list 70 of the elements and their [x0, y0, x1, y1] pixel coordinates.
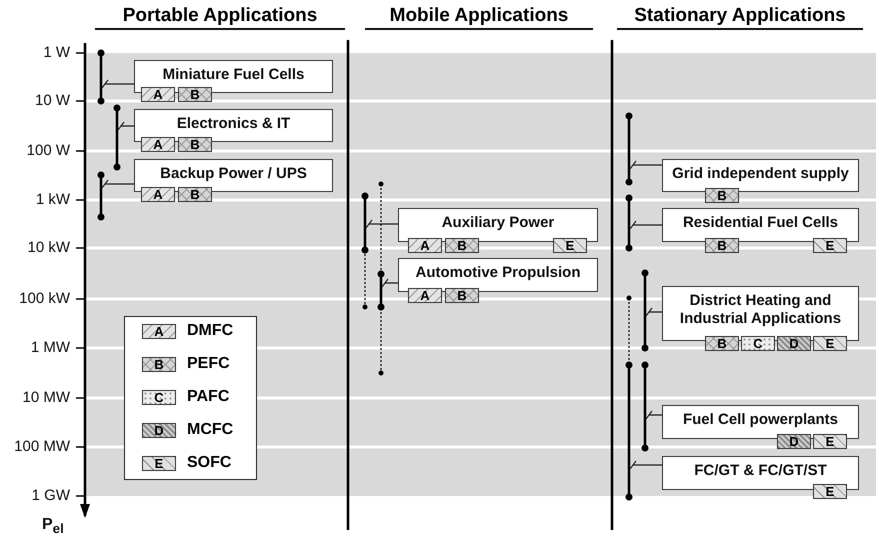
column-heading: Portable Applications — [95, 4, 345, 30]
fuel-cell-type-tag: B — [142, 357, 176, 372]
axis-tick-label: 100 W — [26, 142, 70, 159]
axis-tick-label: 100 MW — [14, 438, 70, 455]
node-caption: MCFC — [187, 421, 234, 439]
axis-title: P$_{el}$ — [42, 516, 64, 536]
fuel-cell-type-tag: A — [141, 87, 175, 102]
column-heading: Mobile Applications — [365, 4, 593, 30]
application-box: Auxiliary Power — [398, 208, 598, 242]
leader-line — [365, 219, 398, 229]
node-caption: PEFC — [187, 355, 230, 373]
node-caption: PAFC — [187, 388, 230, 406]
range-bar — [625, 112, 633, 186]
leader-line — [629, 220, 662, 230]
fuel-cell-type-tag: E — [813, 434, 847, 449]
fuel-cell-type-tag: A — [408, 238, 442, 253]
axis-tick-label: 10 kW — [27, 239, 70, 256]
fuel-cell-type-tag: B — [705, 188, 739, 203]
fuel-cell-type-tag: A — [141, 187, 175, 202]
legend-box — [124, 316, 257, 480]
fuel-cell-type-tag: B — [178, 87, 212, 102]
range-bar — [625, 294, 633, 501]
leader-line — [629, 160, 662, 170]
fuel-cell-type-tag: B — [445, 288, 479, 303]
node-caption: SOFC — [187, 454, 232, 472]
fuel-cell-type-tag: E — [813, 336, 847, 351]
fuel-cell-type-tag: E — [142, 456, 176, 471]
axis-tick-label: 1 MW — [30, 339, 70, 356]
column-heading: Stationary Applications — [617, 4, 863, 30]
range-bar — [641, 269, 649, 352]
application-box: Automotive Propulsion — [398, 258, 598, 292]
leader-line — [645, 410, 662, 420]
axis-tick-label: 1 W — [43, 44, 70, 61]
leader-line — [629, 460, 662, 470]
fuel-cell-type-tag: B — [705, 336, 739, 351]
application-box: Grid independent supply — [662, 159, 859, 192]
range-bar — [97, 49, 105, 105]
fuel-cell-type-tag: A — [408, 288, 442, 303]
fuel-cell-type-tag: A — [142, 324, 176, 339]
fuel-cell-type-tag: B — [445, 238, 479, 253]
axis-tick-label: 1 GW — [32, 487, 70, 504]
fuel-cell-type-tag: B — [178, 137, 212, 152]
leader-line — [101, 179, 134, 189]
fuel-cell-type-tag: D — [777, 336, 811, 351]
range-bar — [377, 180, 385, 377]
fuel-cell-type-tag: E — [553, 238, 587, 253]
node-caption: DMFC — [187, 322, 234, 340]
fuel-cell-type-tag: B — [705, 238, 739, 253]
axis-tick-label: 100 kW — [19, 290, 70, 307]
range-bar — [625, 194, 633, 252]
leader-line — [101, 79, 134, 89]
leader-line — [381, 278, 398, 288]
fuel-cell-type-tag: B — [178, 187, 212, 202]
application-box: Residential Fuel Cells — [662, 208, 859, 242]
fuel-cell-type-tag: E — [813, 484, 847, 499]
range-bar — [97, 171, 105, 221]
leader-line — [117, 121, 134, 131]
axis-tick-label: 1 kW — [36, 191, 70, 208]
range-bar — [113, 104, 121, 171]
fuel-cell-type-tag: E — [813, 238, 847, 253]
fuel-cell-type-tag: C — [142, 390, 176, 405]
range-bar — [361, 192, 369, 311]
fuel-cell-type-tag: D — [777, 434, 811, 449]
fuel-cell-type-tag: A — [141, 137, 175, 152]
fuel-cell-type-tag: C — [741, 336, 775, 351]
range-bar — [641, 361, 649, 452]
axis-tick-label: 10 W — [34, 92, 70, 109]
axis-tick-label: 10 MW — [22, 389, 70, 406]
leader-line — [645, 307, 662, 317]
fuel-cell-type-tag: D — [142, 423, 176, 438]
